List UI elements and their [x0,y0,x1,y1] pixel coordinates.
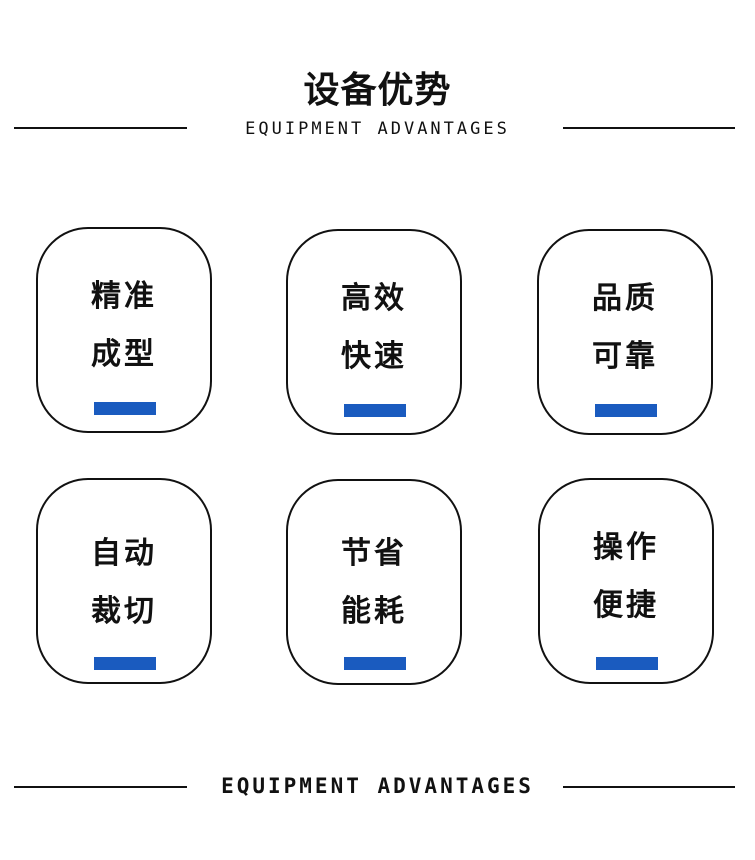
header-right-divider [563,127,735,129]
card-title-line2: 可靠 [592,339,658,374]
card-title-line1: 自动 [91,536,157,571]
advantage-card-efficient-fast: 高效 快速 [286,229,462,435]
header-left-divider [14,127,187,129]
header-subtitle: EQUIPMENT ADVANTAGES [245,119,510,139]
footer-subtitle: EQUIPMENT ADVANTAGES [221,774,534,798]
card-accent-bar [596,657,658,670]
card-title-line2: 成型 [91,337,157,372]
advantage-card-energy-saving: 节省 能耗 [286,479,462,685]
card-title-line2: 快速 [341,339,407,374]
card-title-line2: 能耗 [341,594,407,629]
footer-left-divider [14,786,187,788]
card-accent-bar [344,404,406,417]
card-title-line1: 节省 [341,536,407,571]
card-title-line1: 高效 [341,281,407,316]
advantage-card-auto-cutting: 自动 裁切 [36,478,212,684]
page-title: 设备优势 [303,70,452,111]
card-accent-bar [344,657,406,670]
footer-right-divider [563,786,735,788]
card-title-line2: 便捷 [593,588,659,623]
advantage-card-reliable-quality: 品质 可靠 [537,229,713,435]
card-title-line2: 裁切 [91,594,157,629]
advantage-card-easy-operation: 操作 便捷 [538,478,714,684]
advantage-card-precise-forming: 精准 成型 [36,227,212,433]
card-title-line1: 操作 [593,530,659,565]
card-title-line1: 精准 [91,279,157,314]
card-accent-bar [94,657,156,670]
card-title-line1: 品质 [592,281,658,316]
card-accent-bar [595,404,657,417]
card-accent-bar [94,402,156,415]
